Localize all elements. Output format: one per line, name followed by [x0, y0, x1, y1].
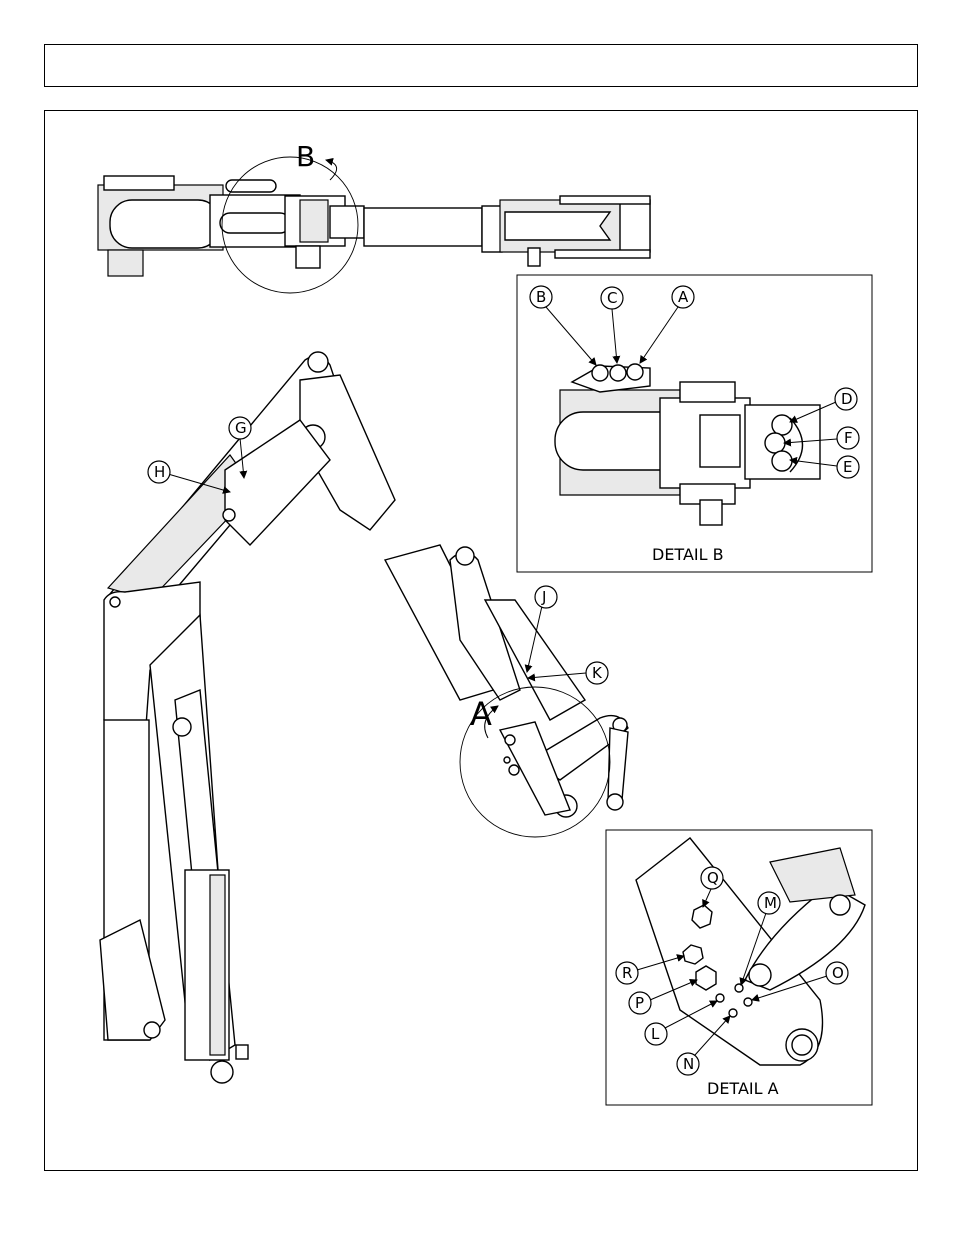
callout-f-label: F [844, 429, 853, 447]
callout-l-label: L [651, 1025, 660, 1043]
callout-d-label: D [841, 390, 853, 408]
callout-g-label: G [235, 419, 247, 437]
callout-m-label: M [764, 894, 777, 912]
detail-b-view-arrow [326, 160, 337, 180]
top-view-boom [98, 176, 650, 276]
callout-p-label: P [635, 994, 644, 1012]
callout-j-label: J [541, 588, 546, 606]
callout-e-label: E [843, 458, 852, 476]
callout-o-label: O [832, 964, 844, 982]
detail-b-title: DETAIL B [652, 545, 724, 564]
callout-r-label: R [622, 964, 632, 982]
callout-q-label: Q [707, 869, 719, 887]
detail-a-view-marker: A [470, 695, 492, 733]
callout-n-label: N [683, 1055, 694, 1073]
callout-b-label: B [536, 288, 546, 306]
callout-h-label: H [154, 463, 165, 481]
callout-c-label: C [607, 289, 617, 307]
callout-a-label: A [678, 288, 689, 306]
detail-a-title: DETAIL A [707, 1079, 779, 1098]
callout-k-label: K [592, 664, 603, 682]
detail-b-view-marker: B [296, 140, 315, 173]
